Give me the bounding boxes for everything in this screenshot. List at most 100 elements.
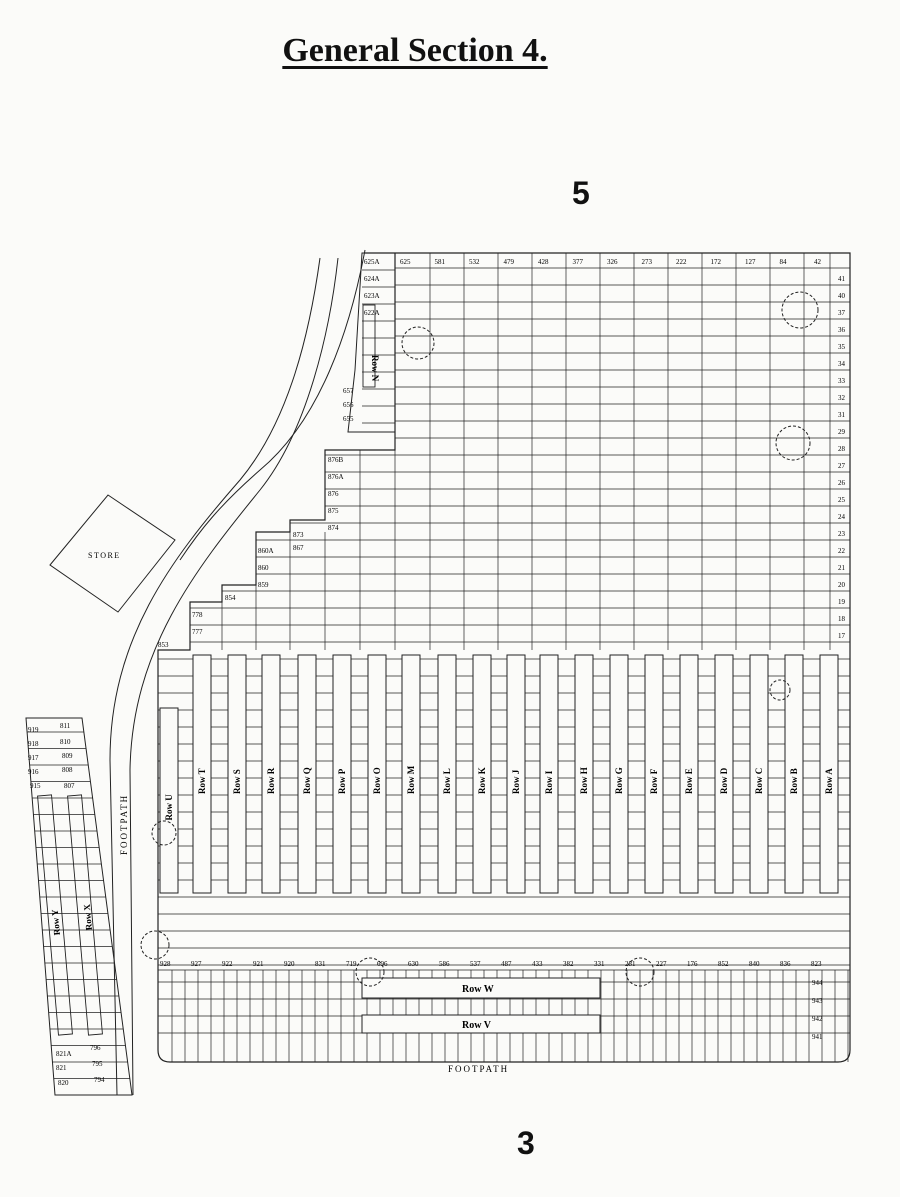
- plot-number: 623A: [364, 292, 380, 300]
- plot-number: 24: [838, 513, 846, 521]
- plot-number: 18: [838, 615, 846, 623]
- plot-number: 36: [838, 326, 846, 334]
- tree-icon: [140, 930, 170, 960]
- tree-icon: [781, 291, 819, 329]
- plot-number: 921: [253, 960, 264, 968]
- tree-icon: [775, 425, 811, 461]
- plot-number: 27: [838, 462, 846, 470]
- plot-number: 810: [60, 738, 71, 746]
- plot-number: 28: [838, 445, 846, 453]
- plot-number: 222: [676, 258, 687, 266]
- row-label: Row M: [406, 765, 416, 794]
- row-box: [192, 654, 212, 894]
- plot-number: 33: [838, 377, 846, 385]
- plot-number: 867: [293, 544, 304, 552]
- plot-number: 377: [573, 258, 584, 266]
- plot-number: 35: [838, 343, 846, 351]
- plot-number: 586: [439, 960, 450, 968]
- plot-number: 656: [343, 401, 354, 409]
- row-n-label: Row N: [370, 355, 380, 382]
- plot-number: 26: [838, 479, 846, 487]
- row-box: [609, 654, 629, 894]
- row-label: Row F: [649, 768, 659, 794]
- plot-number: 823: [811, 960, 822, 968]
- row-label: Row H: [579, 767, 589, 794]
- plot-number: 836: [780, 960, 791, 968]
- row-label: Row P: [337, 768, 347, 794]
- row-v-box: [361, 1014, 601, 1034]
- row-box: [749, 654, 769, 894]
- plot-number: 630: [408, 960, 419, 968]
- row-w-label: Row W: [462, 984, 494, 995]
- plot-number: 719: [346, 960, 357, 968]
- plot-number: 874: [328, 524, 339, 532]
- row-label: Row A: [824, 768, 834, 794]
- plot-number: 326: [607, 258, 618, 266]
- plot-number: 920: [284, 960, 295, 968]
- footpath-edge-left: [109, 257, 321, 1096]
- plot-number: 487: [501, 960, 512, 968]
- plot-number: 928: [160, 960, 171, 968]
- plot-number: 428: [538, 258, 549, 266]
- plot-number: 942: [812, 1015, 823, 1023]
- plot-number: 944: [812, 979, 823, 987]
- plot-number: 915: [30, 782, 41, 790]
- plot-number: 40: [838, 292, 846, 300]
- row-label: Row B: [789, 768, 799, 794]
- row-label: Row D: [719, 767, 729, 794]
- plot-number: 227: [656, 960, 667, 968]
- row-box: [437, 654, 457, 894]
- row-label: Row R: [266, 767, 276, 794]
- plot-number: 876: [328, 490, 339, 498]
- row-box: [332, 654, 352, 894]
- plot-number: 778: [192, 611, 203, 619]
- row-y-box: [37, 794, 73, 1036]
- row-y-label: Row Y: [50, 909, 62, 936]
- row-label: Row E: [684, 768, 694, 794]
- row-label: Row J: [511, 769, 521, 794]
- row-box: [159, 707, 179, 894]
- page-number-bottom: 3: [517, 1125, 535, 1161]
- grid-outline: [157, 252, 851, 1063]
- plot-number: 29: [838, 428, 846, 436]
- plot-number: 873: [293, 531, 304, 539]
- page-title: General Section 4.: [282, 32, 548, 69]
- row-label: Row U: [164, 794, 174, 821]
- plot-number: 625A: [364, 258, 380, 266]
- plot-number: 922: [222, 960, 233, 968]
- grid-lines: [27, 253, 850, 1079]
- row-x-label: Row X: [82, 903, 94, 931]
- row-box: [574, 654, 594, 894]
- plot-number: 927: [191, 960, 202, 968]
- row-box: [819, 654, 839, 894]
- plot-number: 918: [28, 740, 39, 748]
- plot-number: 273: [642, 258, 653, 266]
- row-box: [714, 654, 734, 894]
- plot-number: 37: [838, 309, 846, 317]
- tree-icon: [401, 326, 435, 360]
- store-building: [49, 494, 176, 613]
- plot-number: 777: [192, 628, 203, 636]
- row-box: [784, 654, 804, 894]
- plot-number: 32: [838, 394, 846, 402]
- tree-icon: [355, 957, 385, 987]
- plot-number: 860A: [258, 547, 274, 555]
- row-box: [401, 654, 421, 894]
- row-label: Row I: [544, 770, 554, 794]
- plot-number: 532: [469, 258, 480, 266]
- plot-number: 622A: [364, 309, 380, 317]
- plot-number: 22: [838, 547, 846, 555]
- footpath-side-label: FOOTPATH: [119, 794, 129, 855]
- plot-number: 21: [838, 564, 846, 572]
- plot-number: 172: [711, 258, 722, 266]
- plot-number: 479: [504, 258, 515, 266]
- footpath-edge-right: [129, 257, 339, 1096]
- plot-number: 821: [56, 1064, 67, 1072]
- row-label: Row O: [372, 767, 382, 794]
- plot-number: 17: [838, 632, 846, 640]
- row-box: [367, 654, 387, 894]
- plot-number: 875: [328, 507, 339, 515]
